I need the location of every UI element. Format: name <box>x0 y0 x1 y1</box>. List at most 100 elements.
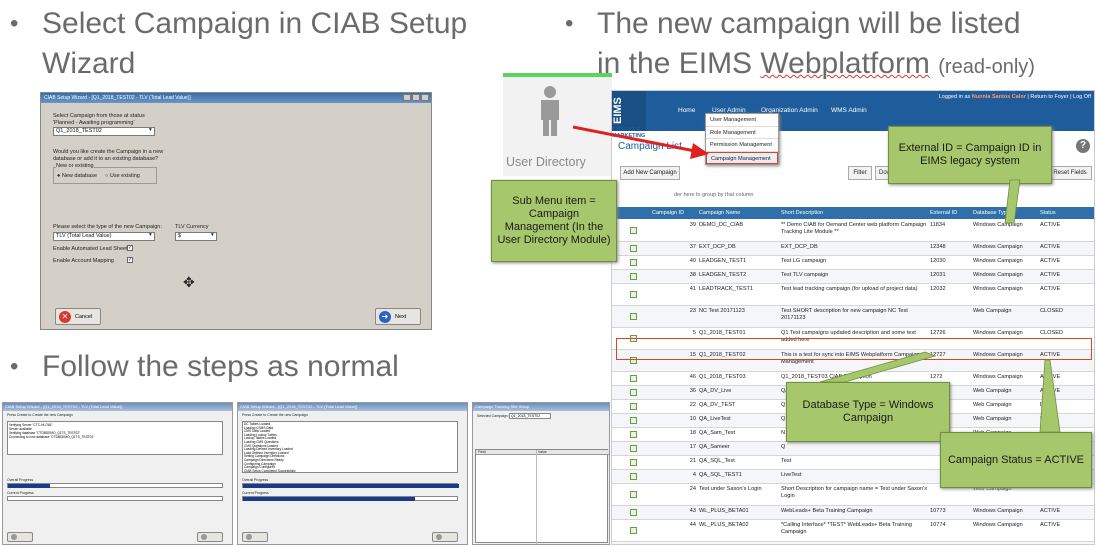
window-title: Campaign Tracking Site Setup <box>473 403 609 411</box>
menu-role-management[interactable]: Role Management <box>706 127 778 139</box>
check-label: Enable Automated Lead Sheets <box>53 246 131 252</box>
nav-home[interactable]: Home <box>678 107 696 114</box>
edit-icon[interactable] <box>630 431 637 438</box>
table-cell: ACTIVE <box>1040 286 1061 292</box>
next-button[interactable] <box>197 532 223 542</box>
table-cell: Windows Campaign <box>973 286 1023 292</box>
col-status[interactable]: Status <box>1040 207 1056 219</box>
table-cell: Test <box>781 458 792 464</box>
bullet-line: Follow the steps as normal <box>42 350 399 383</box>
table-cell: Q1 Test campaigns updated description an… <box>781 330 916 343</box>
table-cell: 36 <box>689 388 696 394</box>
field-grid-header <box>476 450 609 455</box>
table-cell: LiveTest <box>781 472 802 478</box>
table-cell: Q <box>781 402 786 408</box>
edit-icon[interactable] <box>630 313 637 320</box>
col-database-type[interactable]: Database Type <box>973 207 1010 219</box>
minimize-button[interactable] <box>403 94 411 101</box>
edit-icon[interactable] <box>630 417 637 424</box>
edit-icon[interactable] <box>630 509 637 516</box>
col-short-description[interactable]: Short Description <box>781 207 824 219</box>
edit-icon[interactable] <box>630 273 637 280</box>
cancel-button[interactable]: ✕Cancel <box>55 308 101 325</box>
edit-icon[interactable] <box>630 491 637 498</box>
next-button[interactable] <box>432 532 458 542</box>
edit-icon[interactable] <box>630 375 637 382</box>
close-button[interactable] <box>421 94 429 101</box>
edit-icon[interactable] <box>630 403 637 410</box>
table-cell: Web Campaign <box>973 416 1012 422</box>
user-name[interactable]: Nunnia Santos Calor <box>971 94 1026 100</box>
col-campaign-id[interactable]: Campaign ID <box>652 207 685 219</box>
nav-wms-admin[interactable]: WMS Admin <box>831 107 867 114</box>
table-cell: 23 <box>689 308 696 314</box>
overall-progress-label: Overall Progress <box>242 478 269 482</box>
user-directory-tile[interactable]: User Directory <box>503 73 612 176</box>
campaign-type-select[interactable]: TLV (Total Lead Value) <box>53 232 155 241</box>
menu-user-management[interactable]: User Management <box>706 114 778 127</box>
campaign-select[interactable]: Q1_2018_TEST02 <box>509 413 551 419</box>
radio-use-existing[interactable]: ○ Use existing <box>105 173 140 179</box>
table-row[interactable]: 45WL_PLUS_BETA03*Calling Interface* *Tes… <box>612 542 1094 544</box>
maximize-button[interactable] <box>412 94 420 101</box>
bullet-new-campaign: • The new campaign will be listed in the… <box>565 4 1035 87</box>
edit-icon[interactable] <box>630 227 637 234</box>
user-directory-label: User Directory <box>506 155 586 169</box>
table-cell: 44 <box>689 522 696 528</box>
menu-campaign-management[interactable]: Campaign Management <box>706 151 778 164</box>
next-button[interactable]: ➜Next <box>375 308 421 325</box>
filter-button[interactable]: Filter <box>848 166 872 180</box>
nav-user-admin[interactable]: User Admin <box>712 107 746 114</box>
menu-permission-management[interactable]: Permission Management <box>706 139 778 152</box>
account-mapping-checkbox[interactable]: ✓ <box>127 257 133 263</box>
edit-icon[interactable] <box>630 291 637 298</box>
tlv-currency-label: TLV Currency <box>175 224 209 230</box>
table-cell: EXT_DCP_DB <box>781 244 818 250</box>
cancel-button[interactable] <box>242 532 268 542</box>
callout-campaign-status: Campaign Status = ACTIVE <box>940 432 1092 488</box>
bullet-line: The new campaign will be listed <box>597 7 1021 40</box>
campaign-select[interactable]: Q1_2018_TEST02 <box>53 127 155 136</box>
automated-lead-sheets-checkbox[interactable]: ✓ <box>127 245 133 251</box>
edit-icon[interactable] <box>630 473 637 480</box>
window-title: CIAB Setup Wizard - [Q1_2018_TEST02 - TL… <box>3 403 232 411</box>
radio-new-database[interactable]: ● New database <box>57 173 98 179</box>
edit-icon[interactable] <box>630 245 637 252</box>
page-title: Campaign List <box>618 141 682 152</box>
table-cell: CLOSED <box>1040 330 1064 336</box>
edit-icon[interactable] <box>630 259 637 266</box>
tlv-currency-select[interactable]: $ <box>175 232 217 241</box>
table-cell: QA_DV_TEST <box>699 402 736 408</box>
edit-icon[interactable] <box>630 459 637 466</box>
edit-icon[interactable] <box>630 357 637 364</box>
add-new-campaign-button[interactable]: Add New Campaign <box>620 166 680 180</box>
bullet-line: Wizard <box>42 47 136 80</box>
table-cell: 22 <box>689 402 696 408</box>
col-campaign-name[interactable]: Campaign Name <box>699 207 741 219</box>
edit-icon[interactable] <box>630 527 637 534</box>
table-cell: Web Campaign <box>973 402 1012 408</box>
nav-organization-admin[interactable]: Organization Admin <box>761 107 818 114</box>
help-icon[interactable]: ? <box>1076 139 1090 153</box>
log-box: DC Tables Loaded Loading CSMS Data CMS D… <box>242 421 458 473</box>
cancel-button[interactable] <box>7 532 33 542</box>
edit-icon[interactable] <box>630 389 637 396</box>
col-external-id[interactable]: External ID <box>930 207 958 219</box>
table-cell: 39 <box>689 222 696 228</box>
table-cell: This is a test for sync into EIMS Webpla… <box>781 352 920 365</box>
table-cell: Windows Campaign <box>973 508 1023 514</box>
check-label: Enable Account Mapping <box>53 258 114 264</box>
edit-icon[interactable] <box>630 445 637 452</box>
table-cell: Test TLV campaign <box>781 272 829 278</box>
